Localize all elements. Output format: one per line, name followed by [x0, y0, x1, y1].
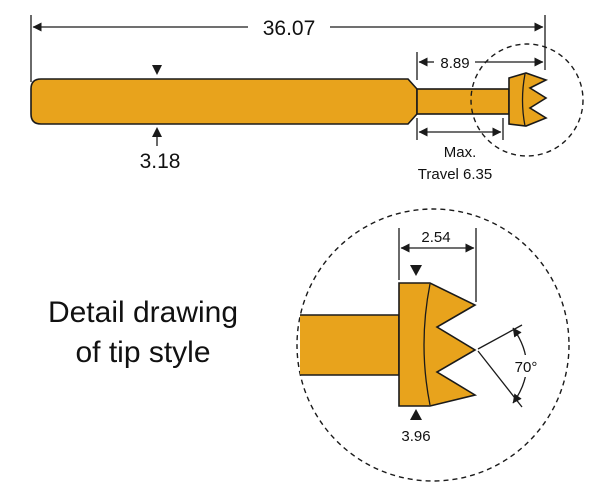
tip-diameter-label: 3.96 [401, 428, 430, 445]
pin-plunger [416, 88, 510, 115]
tip-detail-view: 2.54 3.96 70° [296, 208, 570, 482]
detail-marker-circle [470, 43, 584, 157]
tip-angle-label: 70° [515, 359, 538, 376]
tip-angle-dimension: 70° [477, 324, 544, 408]
tip-width-dimension: 2.54 [398, 228, 477, 302]
max-travel-label-line2: Travel 6.35 [418, 166, 492, 183]
caption-line1: Detail drawing [48, 296, 238, 329]
caption-line2: of tip style [75, 336, 210, 369]
tip-diameter-dimension: 3.96 [401, 265, 431, 445]
detail-circle [296, 208, 570, 482]
caption: Detail drawing of tip style [48, 296, 238, 369]
tip-width-label: 2.54 [421, 229, 450, 246]
detail-plunger [300, 314, 400, 376]
overall-length-label: 36.07 [263, 17, 316, 40]
barrel-diameter-dimension: 3.18 [140, 65, 181, 173]
pin-side-view [30, 72, 549, 127]
pin-barrel [30, 78, 418, 125]
max-travel-dimension: Max. Travel 6.35 [416, 118, 504, 183]
pin-tip [508, 72, 549, 127]
barrel-diameter-label: 3.18 [140, 150, 181, 173]
max-travel-label-line1: Max. [444, 144, 477, 161]
tip-length-label: 8.89 [440, 55, 469, 72]
detail-tip [398, 282, 478, 407]
overall-length-dimension: 36.07 [30, 15, 546, 82]
